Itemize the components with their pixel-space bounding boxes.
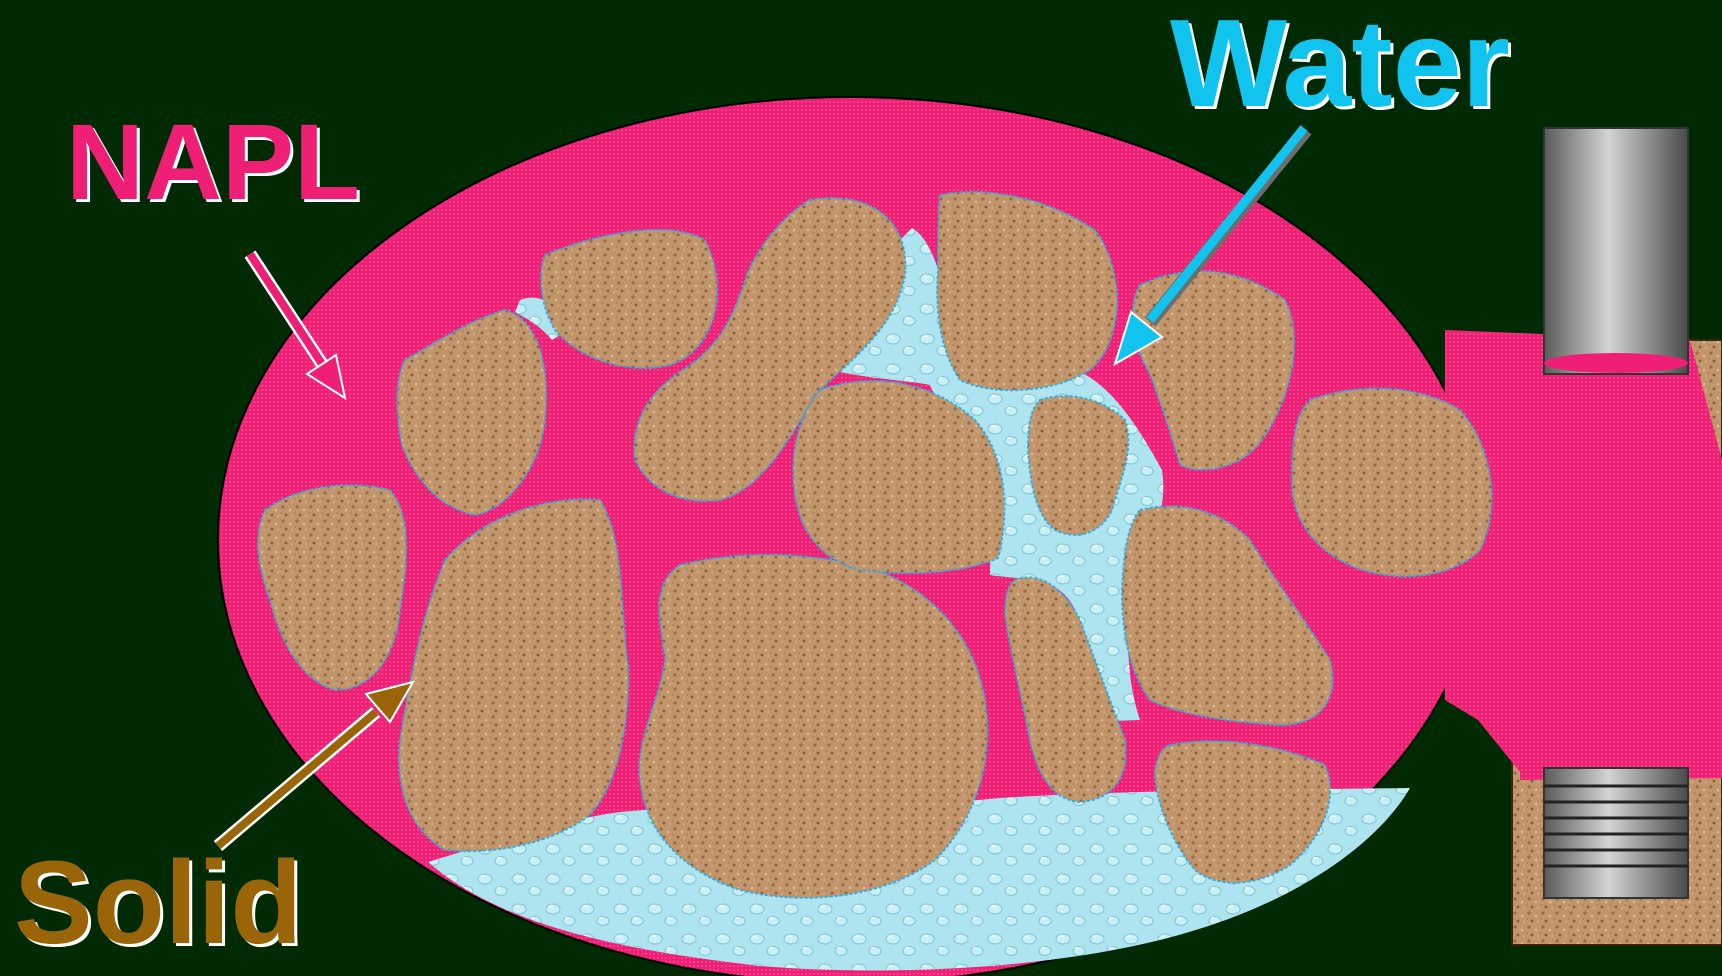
well-casing [1544, 128, 1688, 374]
napl-label: NAPL [66, 108, 360, 216]
solid-label: Solid [14, 844, 302, 962]
sand-grain [1292, 389, 1492, 577]
water-label: Water [1170, 2, 1510, 126]
